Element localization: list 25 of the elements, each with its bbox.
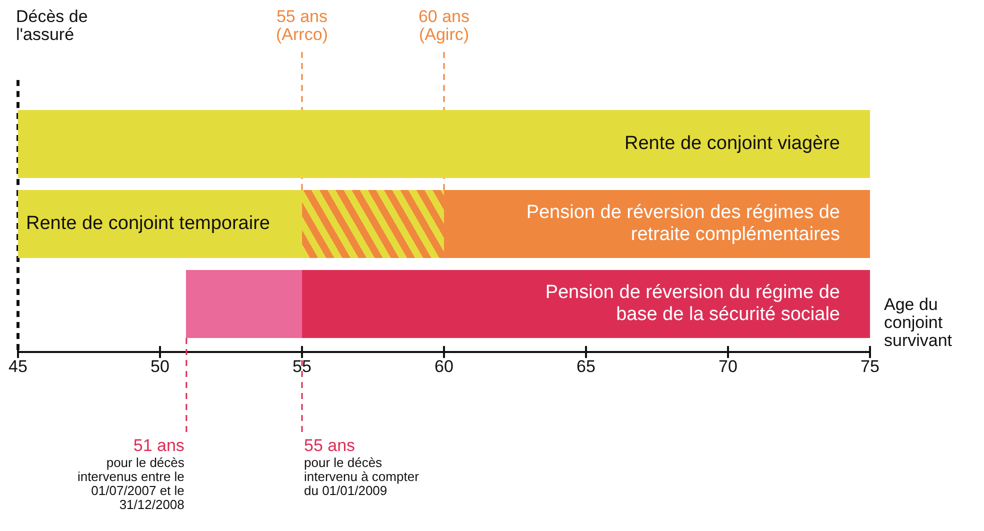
tick-label: 55	[292, 358, 312, 376]
bar-label: Pension de réversion des régimes de retraite complémentaires	[525, 202, 840, 246]
annotation-label: Décès de l'assuré	[16, 8, 89, 44]
bar-label: Pension de réversion du régime de base de la sécurité sociale	[544, 282, 840, 326]
pension-bar	[18, 110, 870, 178]
pension-bar	[186, 270, 302, 338]
tick-label: 70	[718, 358, 738, 376]
pension-bar	[302, 270, 870, 338]
bar-label: Rente de conjoint viagère	[624, 133, 840, 155]
bar-label: Rente de conjoint temporaire	[26, 213, 270, 235]
age-marker-label: 55 ans	[304, 437, 356, 455]
tick-label: 60	[434, 358, 454, 376]
age-marker-label: 55 ans (Arrco)	[275, 8, 329, 44]
tick-label: 65	[576, 358, 596, 376]
tick-label: 50	[150, 358, 170, 376]
note-text: pour le décès intervenu à compter du 01/01/2009	[304, 456, 420, 498]
tick-label: 45	[8, 358, 28, 376]
pension-bar	[18, 190, 302, 258]
pension-bar	[444, 190, 870, 258]
hatched-bar	[302, 190, 444, 258]
note-text: pour le décès intervenus entre le 01/07/2007 et le 31/12/2008	[76, 456, 184, 512]
tick-label: 75	[860, 358, 880, 376]
age-marker-label: 51 ans	[132, 437, 184, 455]
age-marker-label: 60 ans (Agirc)	[417, 8, 471, 44]
axis-title: Age du conjoint survivant	[884, 296, 954, 350]
